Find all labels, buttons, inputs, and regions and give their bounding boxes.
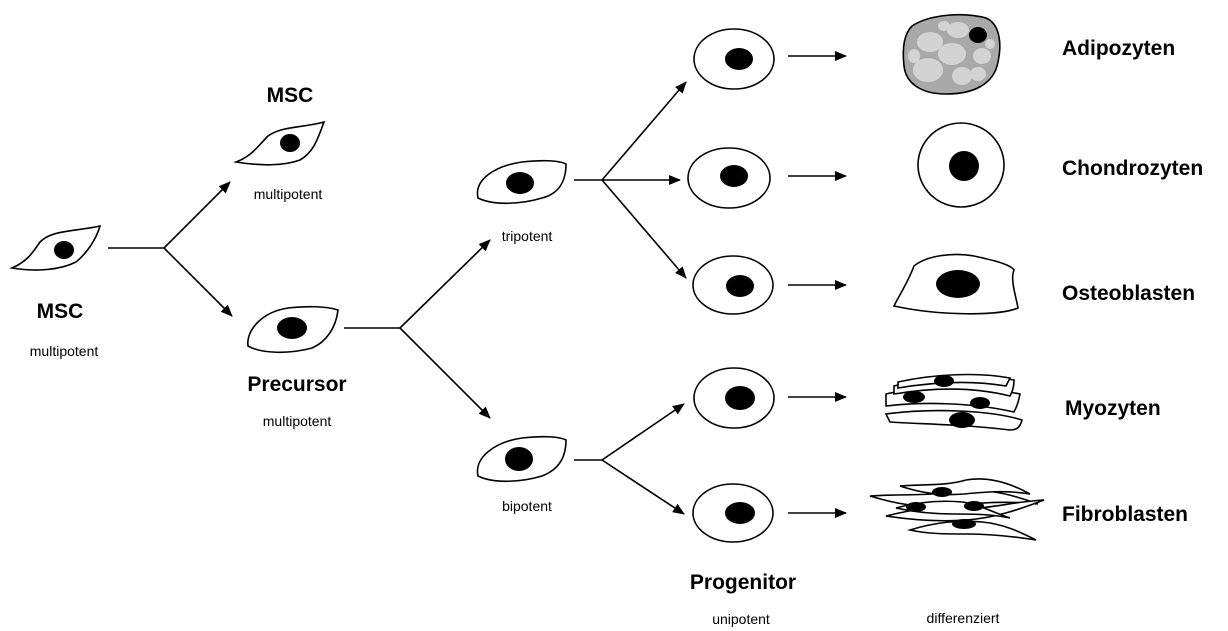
myocyte-icon <box>884 373 1023 431</box>
cell-type-label-adipozyten: Adipozyten <box>1062 37 1176 60</box>
precursor-title: Precursor <box>247 373 347 396</box>
precursor-cell-icon <box>247 305 339 354</box>
progenitor-title: Progenitor <box>689 571 797 594</box>
bipotent-label: bipotent <box>502 498 552 514</box>
msc-top-title: MSC <box>266 84 314 107</box>
cell-type-label-osteoblasten: Osteoblasten <box>1062 282 1196 305</box>
precursor-fork-connector <box>344 239 491 419</box>
cell-type-label-myozyten: Myozyten <box>1065 397 1161 420</box>
precursor-potency: multipotent <box>262 413 332 429</box>
cell-type-label-fibroblasten: Fibroblasten <box>1062 503 1189 526</box>
osteoblast-icon <box>892 253 1019 315</box>
bipotent-cell-icon <box>476 435 567 483</box>
msc-root-title: MSC <box>36 300 84 323</box>
progenitor-cell-icon <box>693 367 775 429</box>
progenitor-cell-icon <box>687 147 771 209</box>
fibroblast-icon <box>869 478 1045 541</box>
progenitor-potency: unipotent <box>712 611 770 627</box>
msc-root-potency: multipotent <box>29 343 99 359</box>
tripotent-cell-icon <box>476 159 567 205</box>
root-fork-connector <box>108 181 233 317</box>
chondrocyte-icon <box>917 122 1005 208</box>
differentiated-label: differenziert <box>926 610 1000 626</box>
differentiation-arrows <box>788 51 847 518</box>
progenitor-cell-icon <box>693 28 775 90</box>
msc-top-cell-icon <box>232 120 326 166</box>
tripotent-label: tripotent <box>501 228 553 244</box>
cell-type-label-chondrozyten: Chondrozyten <box>1062 157 1204 180</box>
bipotent-fork-connector <box>574 403 685 515</box>
progenitor-cell-icon <box>692 483 774 543</box>
tripotent-fork-connector <box>574 81 687 279</box>
msc-top-potency: multipotent <box>253 186 323 202</box>
progenitor-cell-icon <box>692 255 774 315</box>
adipocyte-icon <box>902 13 1001 95</box>
msc-root-cell-icon <box>9 224 102 271</box>
